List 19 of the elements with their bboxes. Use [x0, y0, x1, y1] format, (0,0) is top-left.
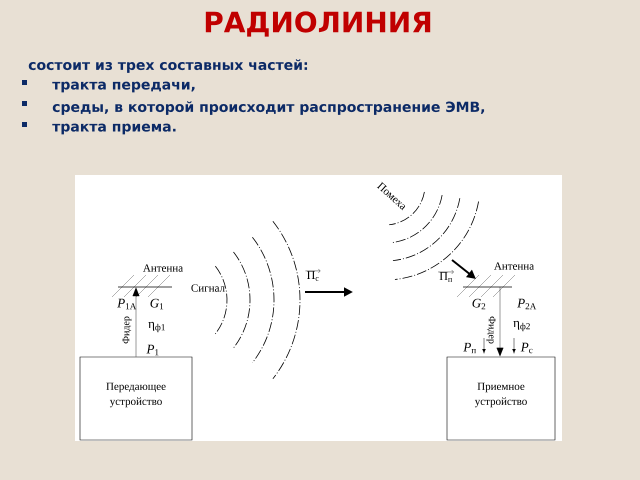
antenna: Антенна	[112, 264, 183, 298]
edge-label: Фидер	[122, 316, 132, 344]
vector-label: Π$_{п}$	[438, 270, 454, 282]
intro-text: состоит из трех составных частей:	[28, 59, 308, 73]
list-item: тракта передачи,	[52, 82, 194, 92]
parameter-label: P$_{1А}$	[117, 298, 136, 310]
parameter-label: η$_{ф2}$	[513, 320, 530, 332]
feeder-line	[496, 287, 504, 356]
antenna: Антенна	[456, 262, 534, 298]
list-item: среды, в которой происходит распространение ЭМВ,	[52, 101, 484, 115]
edge-label: Фидер	[486, 316, 496, 344]
parameter-label: η$_{ф1}$	[148, 322, 165, 332]
parameter-label: P$_{1}$	[146, 344, 158, 356]
device-box: Передающее устройство	[80, 356, 192, 440]
device-box: Приемное устройство	[446, 356, 556, 440]
title: РАДИОЛИНИЯ	[206, 11, 430, 37]
vector-label: Π$_{с}$	[305, 268, 320, 281]
list-item: тракта приема.	[52, 124, 176, 134]
feeder-line	[132, 288, 140, 357]
